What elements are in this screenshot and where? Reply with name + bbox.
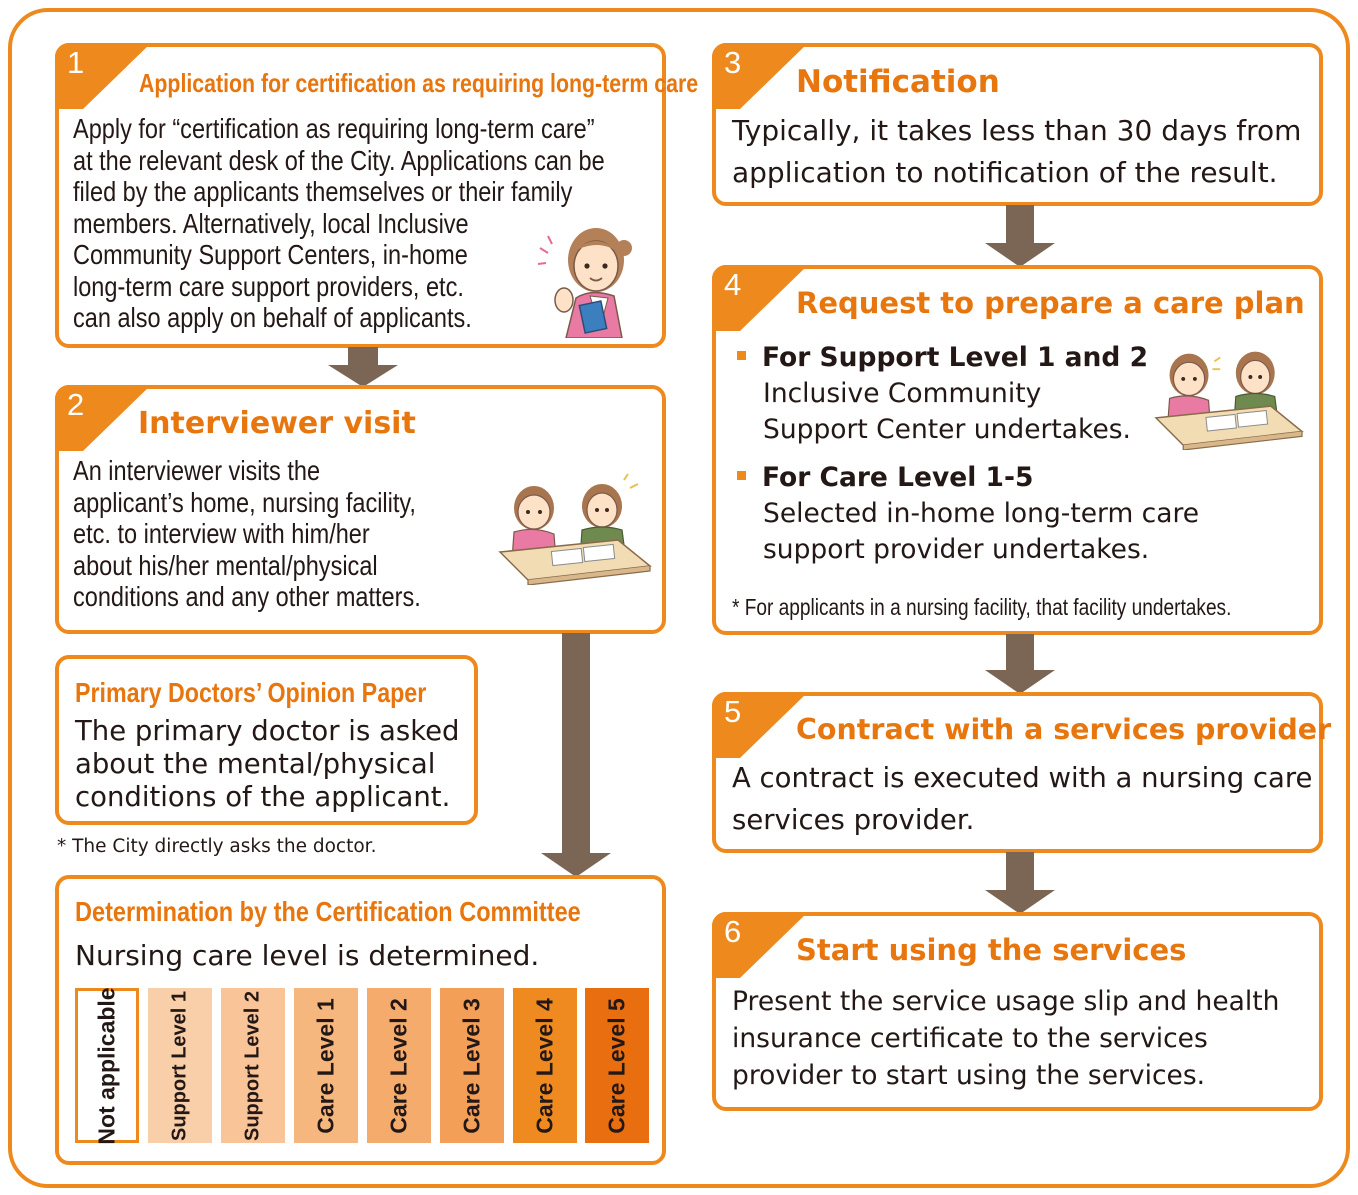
step-5-line: services provider. bbox=[732, 804, 975, 836]
care-level-line: support provider undertakes. bbox=[763, 534, 1150, 565]
arrow-1-to-2 bbox=[328, 347, 398, 387]
step-4-support: For Support Level 1 and 2 Inclusive Comm… bbox=[737, 340, 1148, 448]
step-2-box: 2 bbox=[55, 385, 666, 634]
support-level-heading-text: For Support Level 1 and 2 bbox=[762, 342, 1149, 373]
step-1-line: members. Alternatively, local Inclusive bbox=[73, 207, 469, 239]
level-label: Care Level 2 bbox=[385, 997, 412, 1134]
step-4-note: * For applicants in a nursing facility, … bbox=[732, 594, 1232, 620]
care-level-heading-text: For Care Level 1-5 bbox=[762, 462, 1034, 493]
step-4-title: Request to prepare a care plan bbox=[796, 286, 1305, 320]
support-level-line: Inclusive Community bbox=[763, 378, 1042, 409]
level-care-1: Care Level 1 bbox=[294, 988, 358, 1143]
level-not-applicable: Not applicable bbox=[75, 986, 139, 1145]
step-2-line: etc. to interview with him/her bbox=[73, 518, 370, 549]
step-2-line: about his/her mental/physical bbox=[73, 549, 378, 581]
step-1-line: Community Support Centers, in-home bbox=[73, 239, 468, 270]
step-5-line: A contract is executed with a nursing ca… bbox=[732, 762, 1313, 794]
bullet-icon bbox=[737, 351, 746, 360]
step-3-box: 3 bbox=[712, 43, 1323, 206]
doctor-opinion-text: The primary doctor is asked about the me… bbox=[75, 715, 460, 814]
level-care-2: Care Level 2 bbox=[367, 988, 431, 1143]
step-6-number: 6 bbox=[724, 914, 742, 949]
step-5-number: 5 bbox=[724, 694, 742, 729]
committee-title: Determination by the Certification Commi… bbox=[75, 896, 581, 927]
step-3-line: application to notification of the resul… bbox=[732, 156, 1278, 189]
step-3-number: 3 bbox=[724, 45, 742, 80]
step-2-line: An interviewer visits the bbox=[73, 455, 321, 486]
step-6-line: Present the service usage slip and healt… bbox=[732, 986, 1280, 1017]
step-1-line: long-term care support providers, etc. bbox=[73, 270, 464, 302]
level-label: Support Level 1 bbox=[168, 990, 191, 1141]
level-care-3: Care Level 3 bbox=[440, 988, 504, 1143]
step-2-line: applicant’s home, nursing facility, bbox=[73, 486, 416, 518]
step-6-text: Present the service usage slip and healt… bbox=[732, 983, 1279, 1094]
level-support-1: Support Level 1 bbox=[148, 988, 212, 1143]
step-6-line: insurance certificate to the services bbox=[732, 1023, 1208, 1054]
step-2-badge: 2 bbox=[55, 385, 151, 451]
step-5-text: A contract is executed with a nursing ca… bbox=[732, 757, 1312, 841]
doctor-line: The primary doctor is asked bbox=[75, 715, 460, 747]
care-level-line: Selected in-home long-term care bbox=[763, 498, 1200, 529]
support-level-line: Support Center undertakes. bbox=[763, 414, 1131, 445]
step-6-box: 6 bbox=[712, 912, 1323, 1111]
level-care-4: Care Level 4 bbox=[513, 988, 577, 1143]
step-2-line: conditions and any other matters. bbox=[73, 581, 421, 612]
level-care-5: Care Level 5 bbox=[585, 988, 649, 1143]
level-label: Care Level 4 bbox=[531, 997, 558, 1134]
step-6-title: Start using the services bbox=[796, 933, 1187, 967]
step-2-number: 2 bbox=[67, 387, 85, 422]
doctor-opinion-box bbox=[55, 655, 478, 825]
arrow-5-to-6 bbox=[985, 852, 1055, 914]
staff-woman-illustration bbox=[537, 228, 632, 338]
level-label: Not applicable bbox=[93, 986, 120, 1145]
doctor-opinion-title: Primary Doctors’ Opinion Paper bbox=[75, 677, 427, 708]
step-3-text: Typically, it takes less than 30 days fr… bbox=[732, 110, 1301, 194]
step-1-line: filed by the applicants themselves or th… bbox=[73, 176, 573, 207]
doctor-line: about the mental/physical bbox=[75, 748, 436, 780]
step-5-box: 5 bbox=[712, 692, 1323, 853]
interview-illustration bbox=[498, 473, 652, 585]
outer-frame bbox=[8, 8, 1350, 1188]
level-label: Care Level 5 bbox=[603, 997, 630, 1134]
arrow-2-to-committee bbox=[541, 633, 611, 877]
arrow-3-to-4 bbox=[985, 205, 1055, 267]
care-plan-illustration bbox=[1154, 351, 1304, 450]
care-level-heading: For Care Level 1-5 bbox=[737, 460, 1199, 496]
step-1-title: Application for certification as requiri… bbox=[139, 68, 699, 98]
step-3-line: Typically, it takes less than 30 days fr… bbox=[732, 114, 1302, 147]
support-level-heading: For Support Level 1 and 2 bbox=[737, 340, 1148, 376]
doctor-line: conditions of the applicant. bbox=[75, 781, 451, 813]
step-3-badge: 3 bbox=[712, 43, 808, 109]
doctor-note: * The City directly asks the doctor. bbox=[57, 836, 377, 857]
care-level-bar: Not applicable Support Level 1 Support L… bbox=[75, 986, 649, 1145]
step-1-line: can also apply on behalf of applicants. bbox=[73, 302, 472, 333]
step-5-title: Contract with a services provider bbox=[796, 713, 1332, 746]
step-1-line: Apply for “certification as requiring lo… bbox=[73, 113, 595, 144]
step-2-text: An interviewer visits the applicant’s ho… bbox=[73, 455, 421, 613]
step-1-text: Apply for “certification as requiring lo… bbox=[73, 113, 605, 334]
bullet-icon bbox=[737, 471, 746, 480]
step-4-care: For Care Level 1-5 Selected in-home long… bbox=[737, 460, 1199, 568]
step-3-title: Notification bbox=[796, 64, 1000, 100]
step-1-number: 1 bbox=[67, 45, 85, 80]
step-4-badge: 4 bbox=[712, 265, 808, 331]
step-1-line: at the relevant desk of the City. Applic… bbox=[73, 144, 605, 176]
level-label: Support Level 2 bbox=[241, 990, 264, 1141]
step-4-box: 4 bbox=[712, 265, 1323, 635]
step-1-badge: 1 bbox=[55, 43, 151, 109]
level-support-2: Support Level 2 bbox=[221, 988, 285, 1143]
step-2-title: Interviewer visit bbox=[138, 406, 416, 441]
level-label: Care Level 1 bbox=[312, 997, 339, 1134]
committee-text: Nursing care level is determined. bbox=[75, 939, 540, 972]
step-4-number: 4 bbox=[724, 267, 742, 302]
arrow-4-to-5 bbox=[985, 634, 1055, 694]
step-6-badge: 6 bbox=[712, 912, 808, 978]
step-5-badge: 5 bbox=[712, 692, 808, 758]
level-label: Care Level 3 bbox=[458, 997, 485, 1134]
step-6-line: provider to start using the services. bbox=[732, 1060, 1206, 1091]
